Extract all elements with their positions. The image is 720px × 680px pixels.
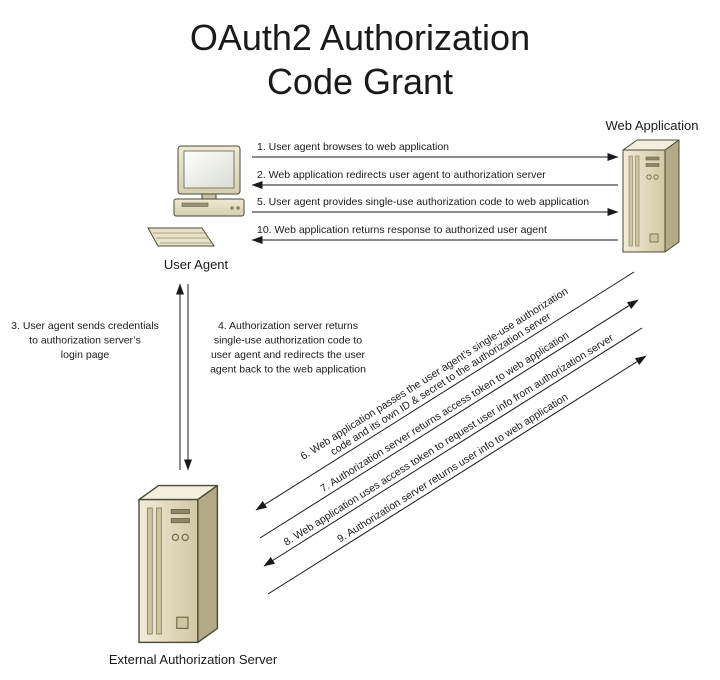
message-step-10-label: 10. Web application returns response to … [257, 224, 547, 236]
drive-slot [181, 202, 209, 207]
message-step-3-line-2: to authorization server’s [29, 335, 141, 347]
arrow-step-9 [267, 355, 647, 595]
message-step-3-line-3: login page [61, 349, 110, 361]
external-auth-server-icon [138, 484, 219, 644]
message-step-3-line-1: 3. User agent sends credentials [11, 320, 159, 332]
message-step-5-label: 5. User agent provides single-use author… [257, 196, 589, 208]
message-step-4-line-4: agent back to the web application [210, 364, 366, 376]
web-application-server-icon [622, 139, 680, 253]
message-step-3-label: 3. User agent sends credentials to autho… [11, 320, 159, 361]
web-application-label: Web Application [606, 118, 699, 133]
message-step-4-line-2: single-use authorization code to [214, 335, 362, 347]
message-step-4-line-3: user agent and redirects the user [211, 349, 366, 361]
arrow-step-6 [255, 271, 635, 511]
unit-button [236, 206, 240, 210]
keyboard-icon [147, 227, 215, 247]
unit-button [230, 206, 234, 210]
diagram-title-line-2: Code Grant [267, 61, 453, 102]
monitor-neck [201, 193, 217, 200]
monitor-screen [183, 150, 235, 189]
message-step-2-label: 2. Web application redirects user agent … [257, 169, 546, 181]
diagram-title-line-1: OAuth2 Authorization [190, 17, 530, 58]
external-auth-server-label: External Authorization Server [109, 652, 278, 667]
message-step-4-line-1: 4. Authorization server returns [218, 320, 358, 332]
user-agent-label: User Agent [164, 257, 229, 272]
user-agent-computer-icon [147, 145, 245, 247]
message-step-4-label: 4. Authorization server returns single-u… [210, 320, 366, 376]
message-step-1-label: 1. User agent browses to web application [257, 141, 449, 153]
arrow-step-7 [259, 299, 639, 539]
arrow-step-8 [263, 327, 643, 567]
